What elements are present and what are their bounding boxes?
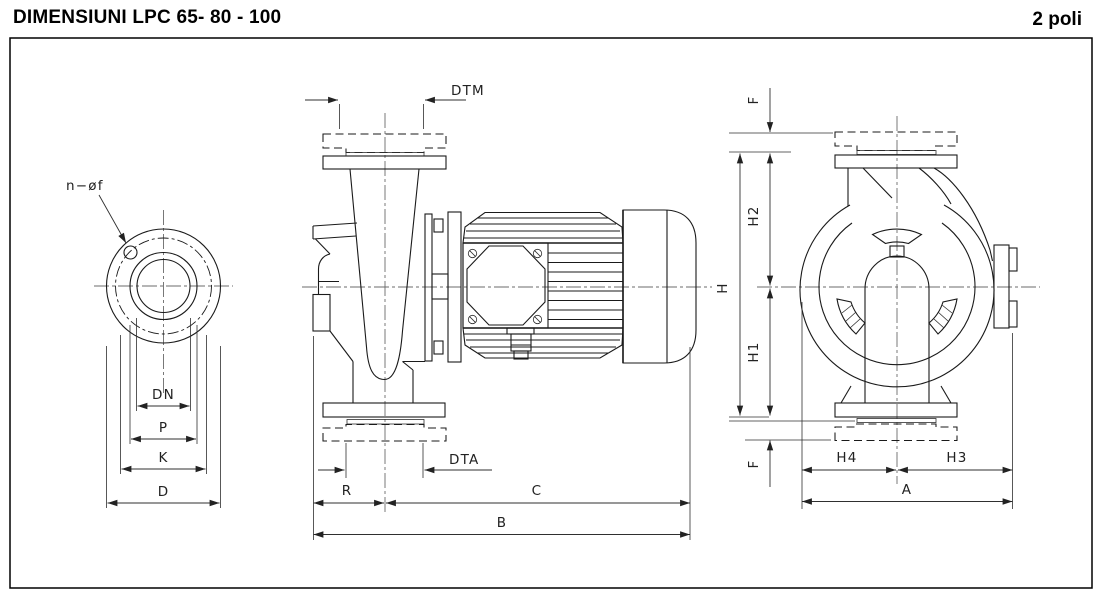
terminal-box-end	[993, 244, 1018, 329]
impeller-vane-left	[836, 298, 866, 335]
end-bottom-counterflange	[834, 423, 958, 442]
poles-label: 2 poli	[1032, 9, 1082, 30]
dim-label-h3: H3	[946, 450, 967, 466]
end-bottom-flange	[834, 402, 958, 418]
volute-outer	[799, 204, 995, 388]
dim-a: A	[801, 482, 1013, 505]
dim-label-h4: H4	[836, 450, 857, 466]
end-top-counterflange	[834, 131, 958, 152]
dim-dn: DN	[137, 387, 190, 410]
discharge-flange	[322, 155, 447, 170]
dim-label-d: D	[158, 484, 170, 500]
dim-label-k: K	[158, 450, 168, 466]
dim-h3: H3	[897, 450, 1013, 474]
cooling-fins	[548, 252, 623, 321]
front-view: n−øf DN P K	[66, 178, 233, 508]
bolt-hole	[123, 245, 138, 260]
port-dome	[864, 255, 930, 403]
dim-label-h2: H2	[746, 205, 762, 226]
motor	[462, 211, 624, 360]
dim-h2: H2	[746, 153, 774, 286]
dim-b: B	[313, 515, 691, 538]
bolt-circle	[115, 237, 212, 335]
dim-label-f-bottom: F	[746, 460, 762, 469]
volute-inner	[818, 222, 976, 366]
bolt-note-label: n−øf	[66, 178, 104, 194]
impeller-vane-right	[928, 298, 958, 335]
dim-label-dtm: DTM	[451, 83, 485, 99]
dim-h4: H4	[801, 450, 897, 474]
dim-label-r: R	[342, 483, 353, 499]
dim-label-h1: H1	[746, 341, 762, 362]
dim-dta: DTA	[318, 443, 492, 478]
lantern-adapter	[424, 211, 462, 363]
dim-f-bottom: F	[729, 420, 855, 487]
impeller-vane-top	[871, 228, 923, 245]
dim-h1: H1	[746, 288, 774, 416]
dim-r: R	[313, 483, 385, 507]
end-top-flange	[834, 154, 958, 169]
dim-label-dta: DTA	[449, 452, 479, 468]
dim-k: K	[121, 450, 206, 473]
volute-body	[312, 222, 425, 403]
dim-p: P	[130, 420, 197, 443]
page-title: DIMENSIUNI LPC 65- 80 - 100	[13, 7, 282, 28]
dim-f-top: F	[729, 88, 833, 153]
bolt-note: n−øf	[66, 178, 127, 244]
coupling	[431, 273, 449, 300]
drawing-border	[9, 37, 1093, 589]
dim-d: D	[107, 484, 220, 507]
motor-end-plate	[462, 242, 549, 329]
dim-label-a: A	[902, 482, 912, 498]
top-counterflange	[322, 133, 447, 154]
terminal-box	[506, 327, 535, 360]
dim-label-dn: DN	[152, 387, 175, 403]
dim-c: C	[385, 483, 691, 507]
dim-h: H	[715, 153, 769, 418]
screws	[467, 248, 543, 325]
side-view: DTM DTA R C B	[302, 83, 712, 540]
dim-label-f-top: F	[746, 96, 762, 105]
dim-label-p: P	[159, 420, 168, 436]
dim-label-b: B	[497, 515, 507, 531]
bottom-counterflange	[322, 423, 447, 442]
dim-label-c: C	[532, 483, 543, 499]
stator-octagon	[466, 245, 546, 326]
end-view: F H2 H H1 F	[715, 88, 1040, 509]
suction-flange	[322, 402, 446, 418]
dim-dtm: DTM	[305, 83, 485, 129]
fan-cover	[622, 209, 697, 364]
dim-label-h: H	[715, 282, 731, 293]
